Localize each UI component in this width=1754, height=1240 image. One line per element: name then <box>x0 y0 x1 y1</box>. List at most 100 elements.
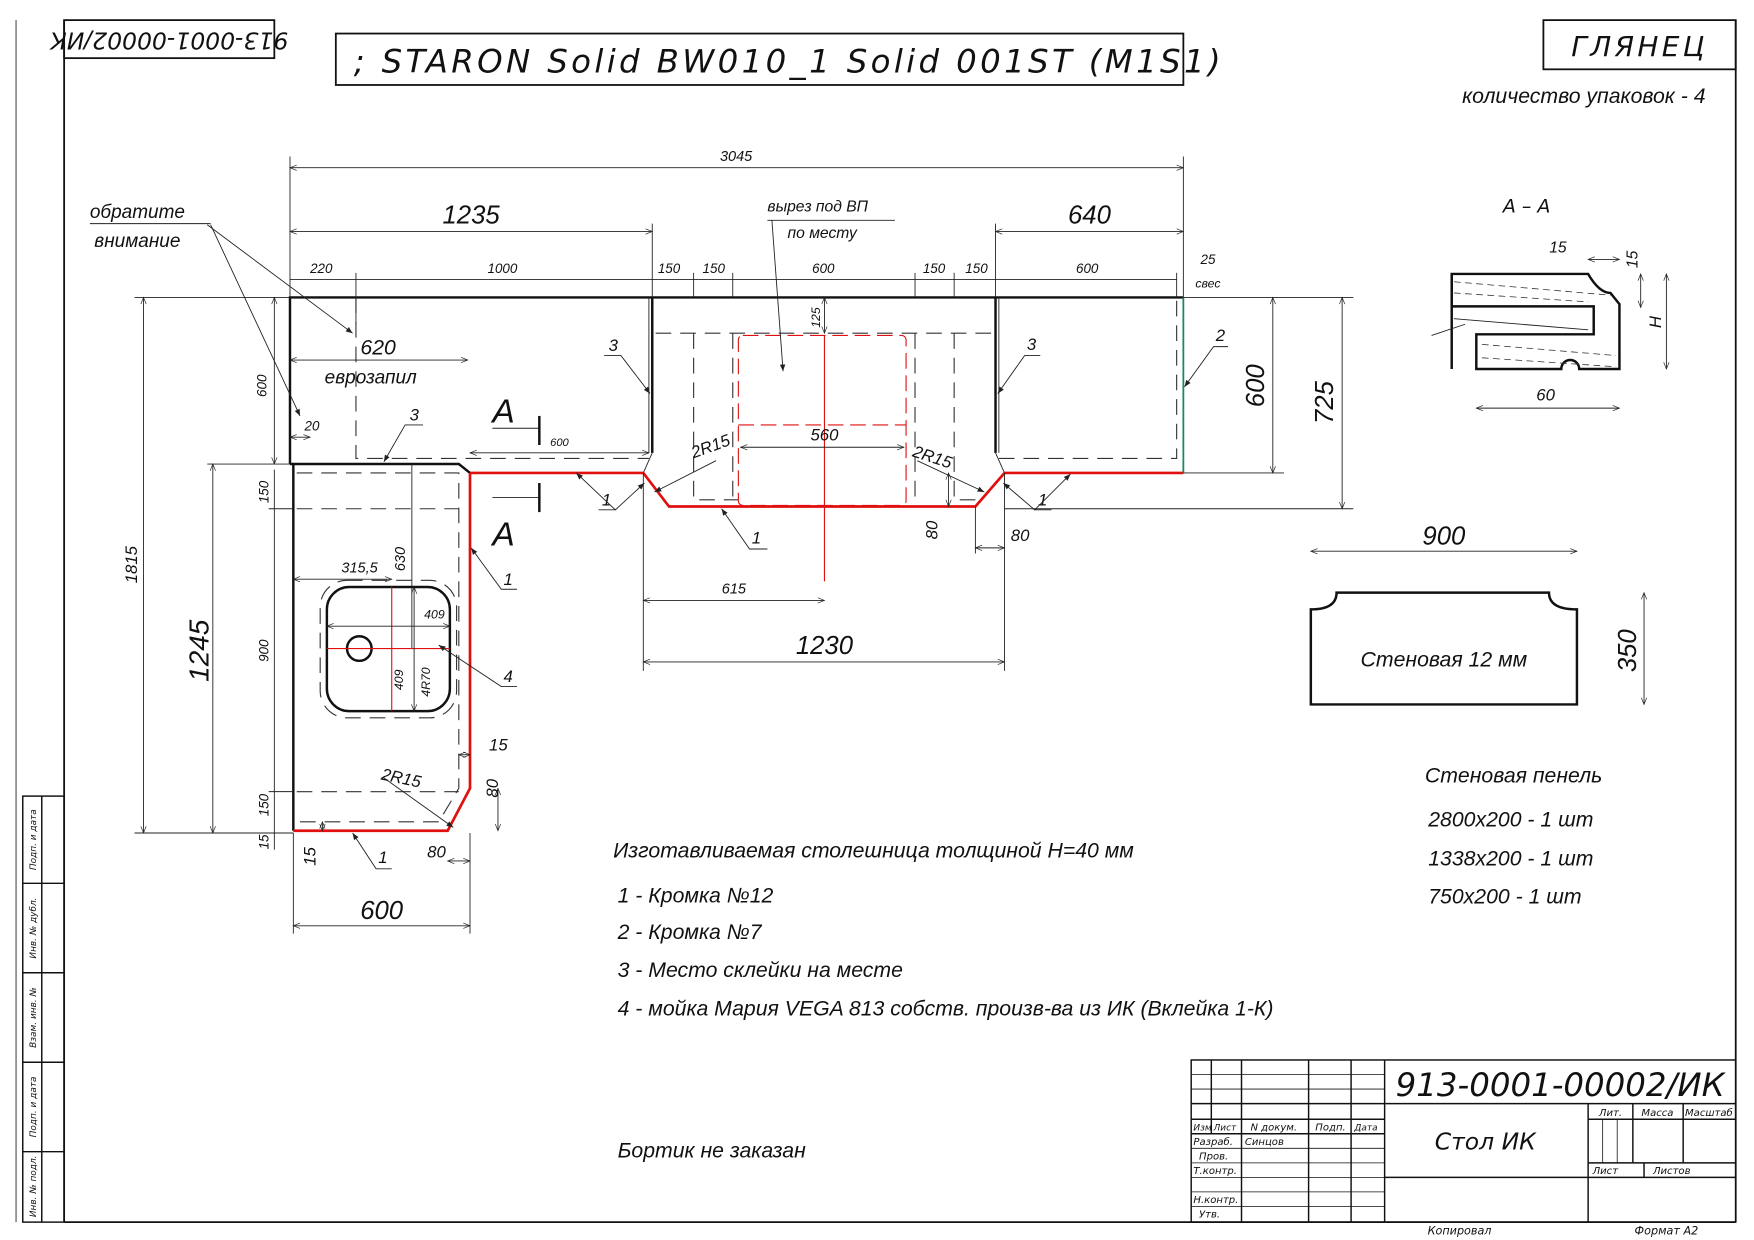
drawing-name: Стол ИК <box>1435 1127 1537 1155</box>
title-block: 913-0001-00002/ИК Стол ИК Изм Лист N док… <box>1190 1059 1737 1237</box>
countertop-outline <box>288 296 1184 831</box>
dim-section-600: 600 <box>550 437 569 449</box>
dim-small-600: 600 <box>255 374 270 397</box>
material-title: ; STARON Solid BW010_1 Solid 001ST (M1S1… <box>354 43 1224 81</box>
row-approved: Утв. <box>1199 1210 1220 1221</box>
dim-panel-height: 350 <box>1614 629 1642 673</box>
developer-name: Синцов <box>1245 1137 1284 1148</box>
cabinet-outlines <box>296 297 1178 823</box>
dim-leg-1245: 1245 <box>183 619 214 682</box>
notes: Изготавливаемая столешница толщиной Н=40… <box>613 764 1602 1163</box>
dim-220: 220 <box>309 261 333 276</box>
dim-overhang: 25 <box>1200 252 1216 267</box>
dim-sink-center: 630 <box>393 547 409 571</box>
note-thickness: Изготавливаемая столешница толщиной Н=40… <box>613 839 1134 863</box>
side-strip-label-2: Инв. № дубл. <box>29 897 39 958</box>
section-letter-top: A <box>490 394 514 431</box>
dim-hob-width: 560 <box>810 426 839 445</box>
col-sheet: Лист <box>1213 1123 1237 1133</box>
dim-chamfer-80-h: 80 <box>1011 526 1030 545</box>
attention-line1: обратите <box>90 202 185 223</box>
dim-small-900: 900 <box>257 639 272 662</box>
section-aa: A – A 15 15 H 60 <box>1431 195 1670 412</box>
dim-small-150-top: 150 <box>257 480 272 503</box>
dim-radius-left: 2R15 <box>688 430 734 462</box>
note-item-3: 3 - Место склейки на месте <box>618 958 904 982</box>
hob-cutout: 560 <box>737 334 907 582</box>
dim-150-d: 150 <box>965 261 988 276</box>
callout-3-left: 3 <box>410 405 420 424</box>
dim-small-15-left: 15 <box>257 834 272 849</box>
section-letter-bottom: A <box>490 517 514 554</box>
scale-label: Масштаб <box>1685 1107 1733 1119</box>
aa-dim-h: H <box>1646 315 1665 328</box>
dim-radius-corner: 2R15 <box>379 764 424 791</box>
callout-1-right: 1 <box>1038 490 1047 509</box>
note-item-4: 4 - мойка Мария VEGA 813 собств. произв-… <box>618 996 1274 1020</box>
copied-label: Копировал <box>1428 1224 1492 1237</box>
dim-1000: 1000 <box>488 261 518 276</box>
sheet-label: Лист <box>1592 1166 1620 1177</box>
dim-sink-width: 409 <box>424 607 445 621</box>
lit-label: Лит. <box>1598 1108 1622 1119</box>
dim-hob-offset: 125 <box>809 307 823 328</box>
aa-dim-15-h: 15 <box>1549 240 1567 257</box>
eurojoint-length: 620 <box>360 335 396 359</box>
dim-depth-600: 600 <box>1242 364 1270 408</box>
callout-1-mid: 1 <box>752 528 761 547</box>
hob-cutout-note: вырез под ВП по месту <box>767 198 895 372</box>
material-title-box: ; STARON Solid BW010_1 Solid 001ST (M1S1… <box>334 32 1224 86</box>
section-mark-top: A <box>490 394 541 446</box>
dim-chamfer-80-bottom: 80 <box>427 843 446 862</box>
dim-small-20: 20 <box>304 418 320 433</box>
row-norm-control: Н.контр. <box>1193 1195 1238 1206</box>
dim-small-150-bottom: 150 <box>257 793 272 816</box>
row-checked: Пров. <box>1199 1151 1228 1162</box>
side-strip: Подп. и дата Инв. № дубл. Взам. инв. № П… <box>22 795 65 1223</box>
finish-label: ГЛЯНЕЦ <box>1571 30 1707 63</box>
dim-right-run: 640 <box>1068 202 1112 230</box>
aa-dim-60: 60 <box>1536 385 1555 404</box>
dim-total-1815: 1815 <box>122 545 141 583</box>
left-dimensions: 1815 1245 600 150 900 150 15 20 600 600 … <box>122 296 650 934</box>
corner-code-box: 913-0001-00002/ИК <box>49 19 289 60</box>
dim-chamfer-80-side: 80 <box>483 778 502 797</box>
callout-2: 2 <box>1215 326 1226 345</box>
note-border: Бортик не заказан <box>618 1138 807 1162</box>
side-strip-label-3: Взам. инв. № <box>29 987 39 1048</box>
dim-150-c: 150 <box>923 261 946 276</box>
backsplash-item-2: 1338x200 - 1 шт <box>1428 846 1593 870</box>
eurojoint-label: еврозапил <box>325 368 417 389</box>
section-mark-bottom: A <box>490 483 541 554</box>
dim-150-a: 150 <box>658 261 681 276</box>
wall-panel: Стеновая 12 мм 900 350 <box>1309 523 1648 706</box>
corner-code: 913-0001-00002/ИК <box>49 27 289 55</box>
aa-dim-15-v: 15 <box>1624 250 1641 268</box>
mass-label: Масса <box>1641 1108 1673 1119</box>
dim-panel-width: 900 <box>1422 523 1466 551</box>
dim-150-b: 150 <box>703 261 726 276</box>
callout-3-right: 3 <box>1027 335 1037 354</box>
callout-1-bottom: 1 <box>378 848 387 867</box>
dim-depth-725: 725 <box>1311 380 1339 424</box>
dim-chamfer-80-v: 80 <box>922 520 941 539</box>
doc-number: 913-0001-00002/ИК <box>1396 1066 1727 1104</box>
callout-3-mid: 3 <box>609 336 619 355</box>
right-dimensions: 600 725 <box>1004 296 1354 510</box>
dim-overall-width: 3045 <box>720 149 753 165</box>
finish-box: ГЛЯНЕЦ <box>1542 19 1737 71</box>
dim-15-right: 15 <box>489 735 508 754</box>
packages-count: количество упаковок - 4 <box>1462 84 1706 108</box>
wall-panel-label: Стеновая 12 мм <box>1361 647 1528 671</box>
row-developed: Разраб. <box>1193 1136 1232 1148</box>
dim-offset-615: 615 <box>722 582 747 598</box>
callout-1-leg: 1 <box>504 570 513 589</box>
overhang-label: свес <box>1195 276 1220 290</box>
middle-bottom-dimensions: 615 1230 80 80 2R15 2R15 <box>642 430 1030 671</box>
col-doc: N докум. <box>1250 1122 1297 1133</box>
hob-note-line2: по месту <box>788 225 858 242</box>
callout-4: 4 <box>504 667 513 686</box>
backsplash-item-3: 750x200 - 1 шт <box>1428 884 1581 908</box>
backsplash-title: Стеновая пенель <box>1425 764 1602 788</box>
side-strip-label-1: Подп. и дата <box>29 809 39 870</box>
